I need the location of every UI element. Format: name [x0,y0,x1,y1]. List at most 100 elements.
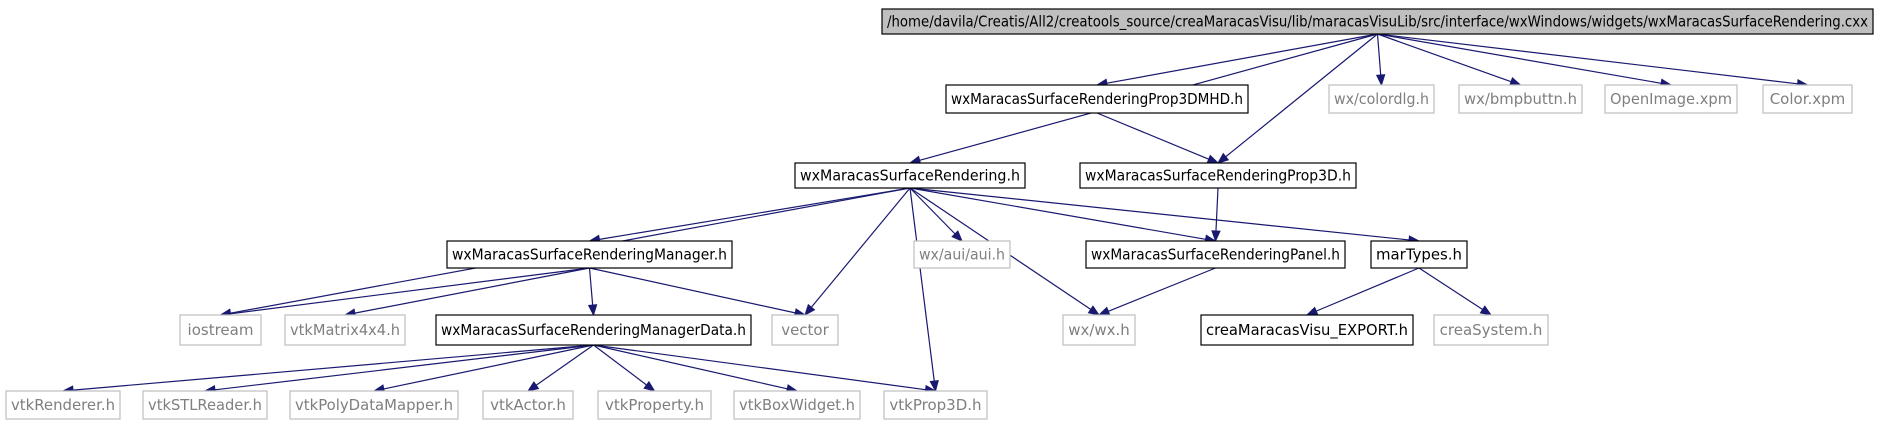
node-label: vtkSTLReader.h [148,396,262,414]
node-vtkproperty-h: vtkProperty.h [597,390,712,420]
node-openimage-xpm: OpenImage.xpm [1604,84,1738,114]
node-wxmaracassurfacerenderingmanagerdata-h[interactable]: wxMaracasSurfaceRenderingManagerData.h [435,314,752,346]
node-box [284,314,406,346]
node-vtkboxwidget-h: vtkBoxWidget.h [733,390,861,420]
node-label: vtkMatrix4x4.h [290,321,400,339]
edge-arrowhead [587,304,598,317]
node-creasystem-h: creaSystem.h [1433,314,1549,346]
edge-arrowhead [1216,152,1230,164]
node-box [945,84,1249,114]
node-wx-aui-aui-h: wx/aui/aui.h [913,240,1011,269]
node-label: wxMaracasSurfaceRenderingPanel.h [1091,246,1340,264]
edge-mgr-to-vec [589,267,807,318]
node-color-xpm: Color.xpm [1762,84,1853,114]
node-box [1604,84,1738,114]
node-home-davila-creatis-all2-creatools-source-creamaracasvisu-lib-maracasvisulib-src-interface-wxwindows-widgets-wxmaracassurfacerendering-cxx[interactable]: /home/davila/Creatis/All2/creatools_sour… [881,8,1874,35]
edge-line [1315,267,1420,312]
edge-root-to-bmpb [1377,33,1522,86]
node-vtkmatrix4x4-h: vtkMatrix4x4.h [284,314,406,346]
node-wxmaracassurfacerenderingpanel-h[interactable]: wxMaracasSurfaceRenderingPanel.h [1085,240,1346,269]
edge-line [535,344,594,386]
edge-line [72,344,594,391]
node-wxmaracassurfacerenderingprop3d-h[interactable]: wxMaracasSurfaceRenderingProp3D.h [1079,162,1357,189]
node-label: vtkProperty.h [605,396,704,414]
edge-line [1418,267,1483,311]
edge-mgd-to-ren [61,344,594,395]
node-label: wxMaracasSurfaceRenderingManagerData.h [441,321,746,339]
edge-line [810,187,911,308]
edge-arrowhead [1097,306,1111,316]
node-iostream: iostream [179,314,262,346]
edge-mgd-to-pdm [372,344,594,394]
node-wxmaracassurfacerenderingprop3dmhd-h[interactable]: wxMaracasSurfaceRenderingProp3DMHD.h [945,84,1249,114]
node-label: vtkProp3D.h [889,396,981,414]
edge-mgr-to-mgd [587,267,598,317]
node-box [597,390,712,420]
node-wx-wx-h: wx/wx.h [1062,314,1136,346]
node-label: wx/bmpbuttn.h [1464,90,1577,108]
node-label: creaSystem.h [1440,321,1543,339]
node-box [1085,240,1346,269]
node-wxmaracassurfacerenderingmanager-h[interactable]: wxMaracasSurfaceRenderingManager.h [446,240,733,269]
edge-wmsr-to-aui [909,187,963,242]
edge-line [599,187,911,240]
node-label: iostream [188,321,254,339]
edge-line [1377,33,1512,83]
node-box [913,240,1011,269]
node-box [482,390,574,420]
node-label: OpenImage.xpm [1610,90,1732,108]
node-box [1200,314,1414,346]
edge-mgd-to-p3dv [593,344,937,395]
edge-line [1225,33,1378,158]
edge-p3d-to-pnl [1211,187,1221,243]
node-box [771,314,839,346]
node-martypes-h[interactable]: marTypes.h [1370,240,1468,269]
node-label: wxMaracasSurfaceRenderingProp3DMHD.h [951,90,1243,108]
edge-arrowhead [1211,230,1221,243]
edge-mar-to-csys [1418,267,1493,316]
node-vtkstlreader-h: vtkSTLReader.h [142,390,268,420]
edge-line [909,187,956,235]
edge-line [1096,112,1209,160]
edge-arrowhead [804,303,816,317]
node-box [1762,84,1853,114]
edge-arrowhead [1305,306,1319,316]
node-vtkrenderer-h: vtkRenderer.h [5,390,121,420]
edge-line [230,267,590,315]
edge-mgr-to-ios [219,267,590,319]
edge-arrowhead [1479,305,1493,316]
node-box [435,314,752,346]
edge-root-to-p3dm [1095,33,1378,88]
node-box [1433,314,1549,346]
node-label: wx/colordlg.h [1334,90,1429,108]
node-label: wx/wx.h [1068,321,1130,339]
edge-line [593,344,788,390]
node-label: marTypes.h [1376,246,1462,264]
edge-arrowhead [1087,305,1101,316]
node-box [794,162,1026,189]
edge-arrowhead [526,381,540,392]
edge-mgd-to-act [526,344,594,392]
node-label: wxMaracasSurfaceRenderingManager.h [452,246,727,264]
node-box [179,314,262,346]
node-wxmaracassurfacerendering-h[interactable]: wxMaracasSurfaceRendering.h [794,162,1026,189]
node-wx-colordlg-h: wx/colordlg.h [1328,84,1435,114]
node-label: Color.xpm [1770,90,1846,108]
node-label: wxMaracasSurfaceRenderingProp3D.h [1085,167,1351,185]
node-label: vtkPolyDataMapper.h [295,396,453,414]
edge-mgr-to-mtx [343,267,590,318]
node-box [883,390,988,420]
node-label: vtkBoxWidget.h [739,396,855,414]
edge-arrowhead [929,379,939,393]
edge-line [354,267,590,314]
node-box [446,240,733,269]
nodes-layer: /home/davila/Creatis/All2/creatools_sour… [5,8,1874,420]
node-creamaracasvisu-export-h[interactable]: creaMaracasVisu_EXPORT.h [1200,314,1414,346]
edge-wmsr-to-mar [909,187,1421,245]
node-box [289,390,459,420]
edge-line [1215,187,1219,232]
edge-line [588,267,594,306]
edge-arrowhead [1206,154,1220,164]
edge-line [589,267,796,314]
